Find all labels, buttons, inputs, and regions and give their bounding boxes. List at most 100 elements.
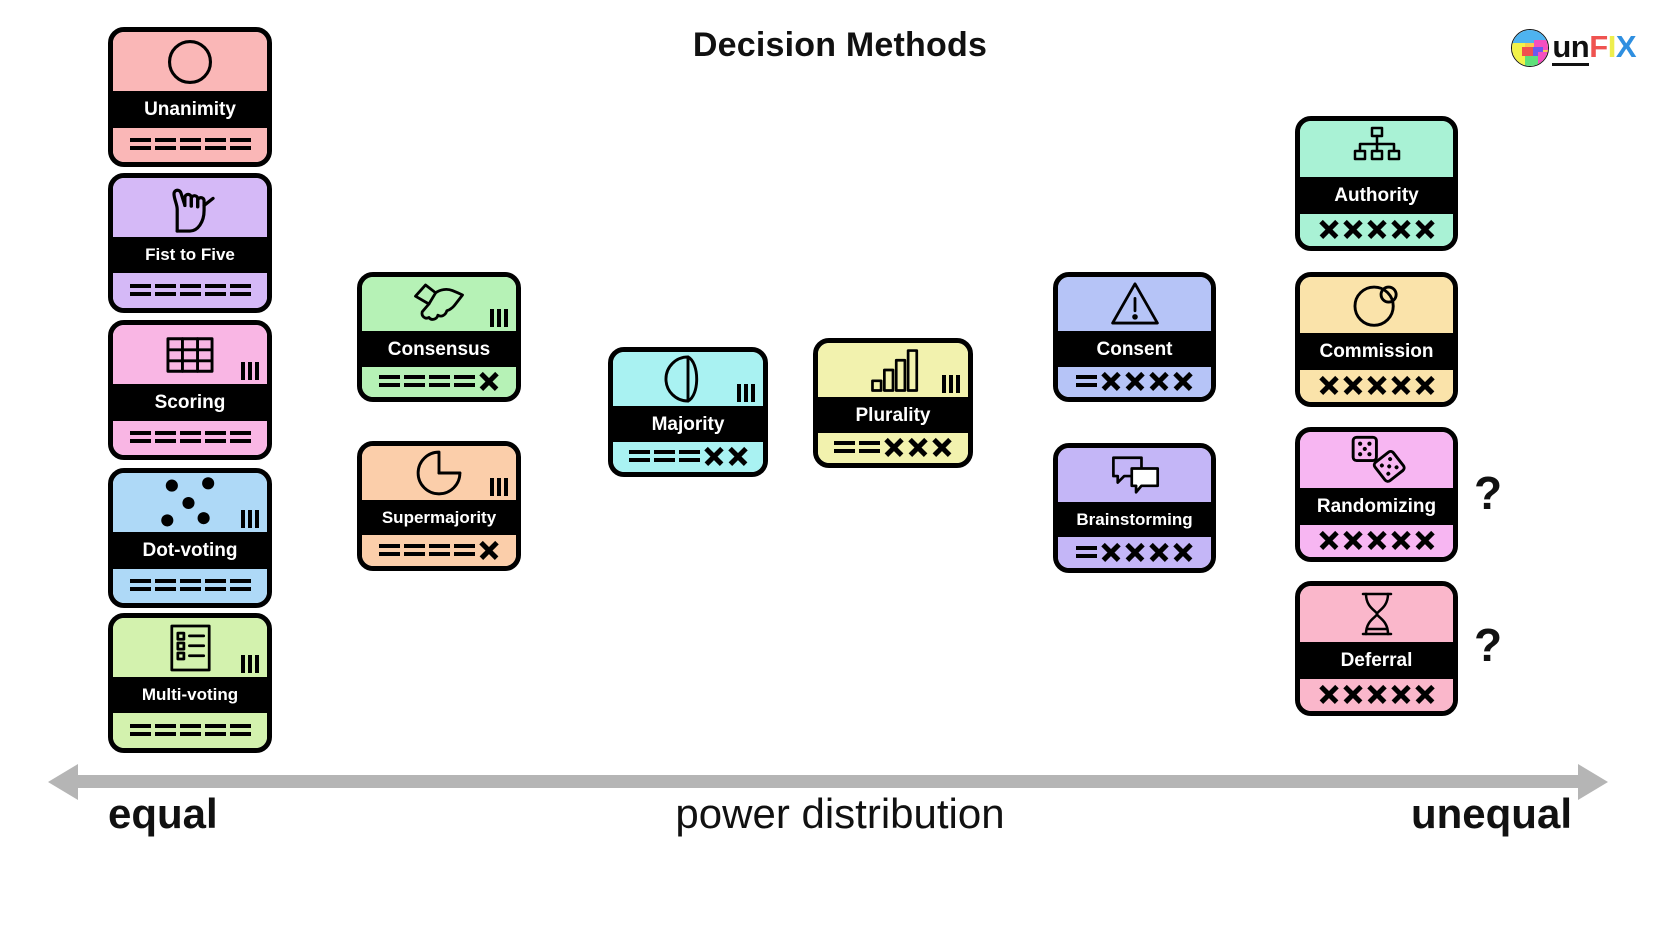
axis-line: [76, 775, 1580, 788]
three-bars-icon: [490, 478, 508, 496]
power-distribution-axis: [48, 764, 1608, 800]
card-label: Commission: [1300, 333, 1453, 371]
card-power-symbols: [113, 421, 267, 455]
equal-symbol-icon: [429, 543, 450, 557]
equal-symbol-icon: [653, 449, 675, 463]
card-label: Scoring: [113, 384, 267, 422]
pie-half-icon: [613, 352, 763, 406]
logo-text-f: F: [1589, 28, 1608, 64]
equal-symbol-icon: [154, 578, 176, 592]
equal-symbol-icon: [1076, 545, 1097, 559]
three-bars-icon: [241, 655, 259, 673]
card-label: Deferral: [1300, 642, 1453, 680]
card-unanimity[interactable]: Unanimity: [108, 27, 272, 167]
card-power-symbols: [362, 367, 516, 397]
card-power-symbols: [1300, 525, 1453, 557]
card-plurality[interactable]: Plurality: [813, 338, 973, 468]
card-power-symbols: [113, 273, 267, 308]
dice-icon: [1300, 432, 1453, 488]
cross-symbol-icon: [1319, 530, 1339, 550]
card-label: Brainstorming: [1058, 502, 1211, 538]
card-power-symbols: [113, 713, 267, 748]
equal-symbol-icon: [204, 430, 226, 444]
cross-symbol-icon: [1149, 371, 1169, 391]
card-label: Fist to Five: [113, 237, 267, 273]
equal-symbol-icon: [179, 283, 201, 297]
cross-symbol-icon: [1391, 375, 1411, 395]
equal-symbol-icon: [404, 374, 425, 388]
card-power-symbols: [1300, 214, 1453, 246]
cross-symbol-icon: [704, 446, 724, 466]
equal-symbol-icon: [129, 283, 151, 297]
card-consent[interactable]: Consent: [1053, 272, 1216, 402]
cross-symbol-icon: [479, 371, 499, 391]
equal-symbol-icon: [204, 137, 226, 151]
deferral-question-mark: ?: [1474, 619, 1503, 671]
cross-symbol-icon: [1125, 542, 1145, 562]
card-fist-to-five[interactable]: Fist to Five: [108, 173, 272, 313]
card-consensus[interactable]: Consensus: [357, 272, 521, 402]
card-randomizing[interactable]: Randomizing: [1295, 427, 1458, 562]
cross-symbol-icon: [1415, 219, 1435, 239]
card-majority[interactable]: Majority: [608, 347, 768, 477]
cross-symbol-icon: [1391, 530, 1411, 550]
cross-symbol-icon: [1125, 371, 1145, 391]
equal-symbol-icon: [179, 723, 201, 737]
card-multi-voting[interactable]: Multi-voting: [108, 613, 272, 753]
cross-symbol-icon: [1319, 684, 1339, 704]
circle-icon: [113, 32, 267, 91]
equal-symbol-icon: [179, 578, 201, 592]
equal-symbol-icon: [204, 723, 226, 737]
three-bars-icon: [737, 384, 755, 402]
card-power-symbols: [113, 128, 267, 162]
card-dot-voting[interactable]: Dot-voting: [108, 468, 272, 608]
equal-symbol-icon: [454, 543, 475, 557]
org-chart-icon: [1300, 121, 1453, 177]
hourglass-icon: [1300, 586, 1453, 642]
cross-symbol-icon: [1173, 371, 1193, 391]
card-deferral[interactable]: Deferral: [1295, 581, 1458, 716]
card-power-symbols: [1300, 679, 1453, 711]
card-scoring[interactable]: Scoring: [108, 320, 272, 460]
pie-three-quarter-icon: [362, 446, 516, 500]
card-label: Consensus: [362, 331, 516, 368]
equal-symbol-icon: [429, 374, 450, 388]
three-bars-icon: [241, 510, 259, 528]
equal-symbol-icon: [229, 283, 251, 297]
dots-icon: [113, 473, 267, 532]
equal-symbol-icon: [154, 283, 176, 297]
equal-symbol-icon: [154, 430, 176, 444]
card-supermajority[interactable]: Supermajority: [357, 441, 521, 571]
card-brainstorming[interactable]: Brainstorming: [1053, 443, 1216, 573]
cross-symbol-icon: [1367, 375, 1387, 395]
card-label: Plurality: [818, 397, 968, 434]
cross-symbol-icon: [884, 437, 904, 457]
cross-symbol-icon: [1101, 542, 1121, 562]
cross-symbol-icon: [479, 540, 499, 560]
logo-text-un: un: [1552, 28, 1590, 66]
card-authority[interactable]: Authority: [1295, 116, 1458, 251]
cross-symbol-icon: [1391, 219, 1411, 239]
card-label: Unanimity: [113, 91, 267, 129]
cross-symbol-icon: [1367, 684, 1387, 704]
unfix-circle-logo-icon: [1511, 29, 1550, 67]
equal-symbol-icon: [229, 578, 251, 592]
equal-symbol-icon: [229, 723, 251, 737]
axis-label-equal: equal: [108, 790, 218, 837]
circle-dot-icon: [1300, 277, 1453, 333]
card-power-symbols: [362, 535, 516, 566]
equal-symbol-icon: [179, 430, 201, 444]
equal-symbol-icon: [129, 137, 151, 151]
card-commission[interactable]: Commission: [1295, 272, 1458, 407]
logo-text-i: I: [1607, 28, 1617, 64]
equal-symbol-icon: [678, 449, 700, 463]
three-bars-icon: [490, 309, 508, 327]
card-label: Randomizing: [1300, 488, 1453, 526]
card-label: Consent: [1058, 331, 1211, 368]
handshake-icon: [362, 277, 516, 331]
equal-symbol-icon: [229, 137, 251, 151]
card-power-symbols: [1058, 537, 1211, 568]
card-label: Dot-voting: [113, 532, 267, 570]
cross-symbol-icon: [1343, 375, 1363, 395]
